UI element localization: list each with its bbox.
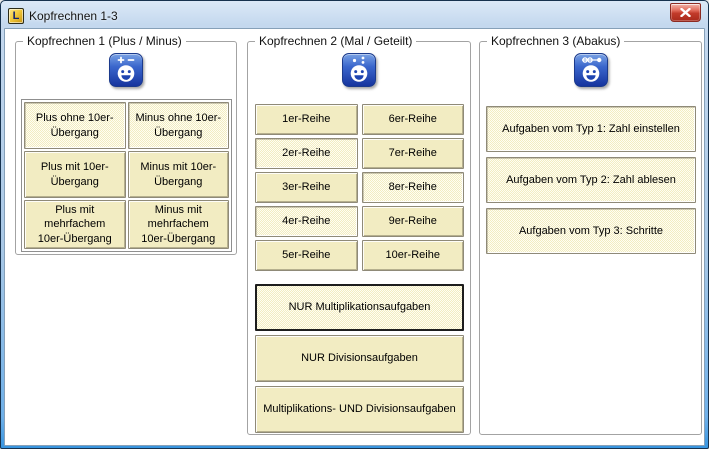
titlebar[interactable]: L Kopfrechnen 1-3 [4,4,705,28]
plus-minus-button[interactable]: Plus mit mehrfachem 10er-Übergang [24,200,126,249]
plus-minus-button[interactable]: Minus ohne 10er-Übergang [127,102,229,150]
reihe-button[interactable]: 8er-Reihe [361,172,464,203]
plus-minus-button[interactable]: Plus mit 10er-Übergang [24,151,126,199]
plus-minus-button[interactable]: Plus ohne 10er-Übergang [24,102,126,150]
mode-button[interactable]: Multiplikations- UND Divisionsaufgaben [255,386,464,433]
reihe-button[interactable]: 9er-Reihe [361,206,464,237]
smiley-mal-geteilt-icon [342,53,376,87]
app-icon-letter: L [12,9,20,22]
abakus-button[interactable]: Aufgaben vom Typ 3: Schritte [486,208,696,254]
reihe-button[interactable]: 3er-Reihe [255,172,358,203]
group-3-title: Kopfrechnen 3 (Abakus) [487,34,625,48]
reihe-button[interactable]: 10er-Reihe [361,240,464,271]
plus-minus-button[interactable]: Minus mit 10er-Übergang [127,151,229,199]
app-icon: L [8,8,24,24]
group-kopfrechnen-1: Kopfrechnen 1 (Plus / Minus) Plus ohne 1… [15,34,237,255]
reihe-button[interactable]: 5er-Reihe [255,240,358,271]
reihe-button[interactable]: 7er-Reihe [361,138,464,169]
abakus-button[interactable]: Aufgaben vom Typ 1: Zahl einstellen [486,106,696,152]
reihe-button[interactable]: 2er-Reihe [255,138,358,169]
reihe-button[interactable]: 4er-Reihe [255,206,358,237]
close-x-icon [680,8,691,17]
mode-button[interactable]: NUR Divisionsaufgaben [255,335,464,382]
abakus-button[interactable]: Aufgaben vom Typ 2: Zahl ablesen [486,157,696,203]
group-2-title: Kopfrechnen 2 (Mal / Geteilt) [255,34,417,48]
smiley-abakus-icon [573,53,608,87]
plus-minus-button[interactable]: Minus mit mehrfachem 10er-Übergang [127,200,229,249]
smiley-plus-minus-icon [109,53,143,87]
reihe-button[interactable]: 1er-Reihe [255,104,358,135]
mode-button[interactable]: NUR Multiplikationsaufgaben [255,284,464,331]
group-kopfrechnen-3: Kopfrechnen 3 (Abakus) Aufgaben vom [479,34,702,435]
reihe-button[interactable]: 6er-Reihe [361,104,464,135]
window-title: Kopfrechnen 1-3 [29,9,118,23]
dialog-client-area: Kopfrechnen 1 (Plus / Minus) Plus ohne 1… [4,28,705,446]
group-1-title: Kopfrechnen 1 (Plus / Minus) [23,34,186,48]
close-button[interactable] [670,3,701,22]
